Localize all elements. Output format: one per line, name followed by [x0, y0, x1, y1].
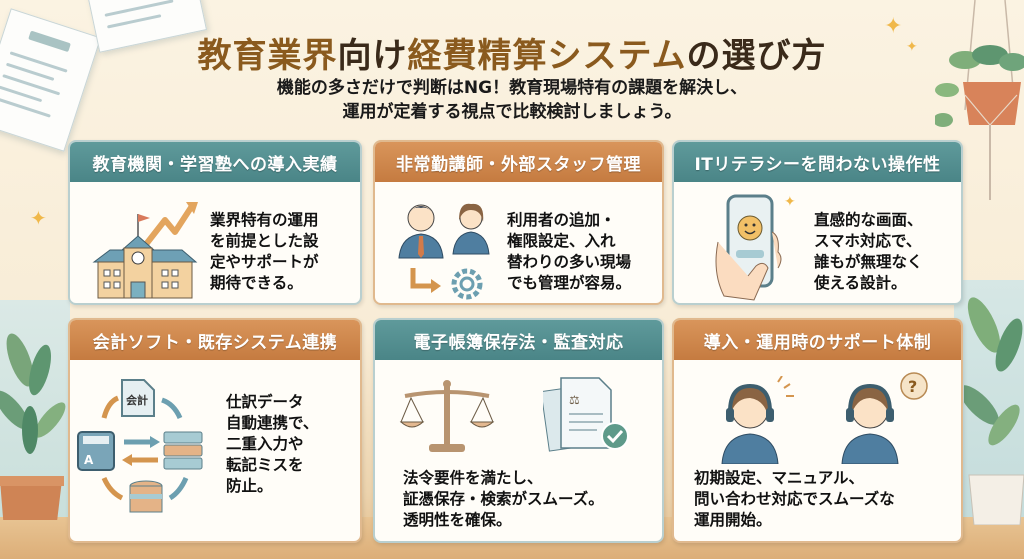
subtitle-line-2: 運用が定着する視点で比較検討しましょう。 [342, 102, 682, 122]
potted-plant-icon [0, 333, 66, 520]
card-support: 導入・運用時のサポート体制 ? 初期設定、マニュアル、 問い合わせ対応でスムーズ… [672, 318, 963, 543]
accounting-label: 会計 [126, 393, 148, 407]
potted-plant-icon [964, 297, 1024, 525]
card-title: 導入・運用時のサポート体制 [674, 320, 961, 360]
document-check-icon: ⚖ [543, 377, 629, 452]
svg-text:✦: ✦ [784, 194, 796, 210]
card-description: 利用者の追加・ 権限設定、入れ 替わりの多い現場 でも管理が容易。 [507, 211, 632, 292]
card-description: 直感的な画面、 スマホ対応で、 誰もが無理なく 使える設計。 [814, 211, 923, 292]
system-sync-icon: 会計 A [77, 379, 203, 513]
svg-text:A: A [84, 453, 94, 467]
hanging-plant-icon [935, 0, 1024, 200]
card-staff-management: 非常勤講師・外部スタッフ管理 利用者の追加・ 権限設定、入れ 替わりの多い現場 … [373, 140, 664, 305]
card-description: 法令要件を満たし、 証憑保存・検索がスムーズ。 透明性を確保。 [403, 469, 604, 529]
svg-text:⚖: ⚖ [569, 393, 580, 407]
card-title: 電子帳簿保存法・監査対応 [375, 320, 662, 360]
sparkle-icon: ✦ [884, 14, 903, 39]
card-integration: 会計ソフト・既存システム連携 会計 A 仕訳データ 自動連携で、 二重入力や 転… [68, 318, 362, 543]
support-operator-question-icon: ? [841, 372, 928, 464]
title-part-howto: の選び方 [686, 36, 827, 76]
card-description: 初期設定、マニュアル、 問い合わせ対応でスムーズな 運用開始。 [694, 469, 895, 529]
card-compliance: 電子帳簿保存法・監査対応 ⚖ 法令要件を満たし、 証憑保存・検索がスムーズ。 透… [373, 318, 664, 543]
title-part-education: 教育業界 [197, 36, 338, 76]
card-title: 会計ソフト・既存システム連携 [70, 320, 360, 360]
smartphone-hand-icon: ✦ [715, 194, 796, 301]
card-title: 教育機関・学習塾への導入実績 [70, 142, 360, 182]
subtitle-line-1: 機能の多さだけで判断はNG！教育現場特有の課題を解決し、 [276, 78, 748, 98]
title-part-for: 向け [337, 36, 408, 76]
page-subtitle: 機能の多さだけで判断はNG！教育現場特有の課題を解決し、 運用が定着する視点で比… [0, 76, 1024, 124]
school-growth-icon [92, 202, 198, 299]
card-title: 非常勤講師・外部スタッフ管理 [375, 142, 662, 182]
title-part-expense-system: 経費精算システム [407, 36, 687, 76]
card-description: 業界特有の運用 を前提とした設 定やサポートが 期待できる。 [210, 211, 319, 292]
sparkle-icon: ✦ [30, 206, 47, 230]
support-operator-icon [721, 376, 794, 464]
card-track-record: 教育機関・学習塾への導入実績 業界特有の運用 を前提とした設 定やサポートが 期… [68, 140, 362, 305]
sparkle-icon: ✦ [906, 39, 918, 55]
card-title: ITリテラシーを問わない操作性 [674, 142, 961, 182]
card-usability: ITリテラシーを問わない操作性 ✦ 直感的な画面、 スマホ対応で、 誰もが無理な… [672, 140, 963, 305]
card-description: 仕訳データ 自動連携で、 二重入力や 転記ミスを 防止。 [226, 393, 319, 495]
scale-balance-icon [399, 380, 495, 452]
staff-settings-icon [398, 203, 490, 300]
svg-text:?: ? [908, 377, 917, 396]
page-title: 教育業界向け経費精算システムの選び方 [0, 28, 1024, 77]
